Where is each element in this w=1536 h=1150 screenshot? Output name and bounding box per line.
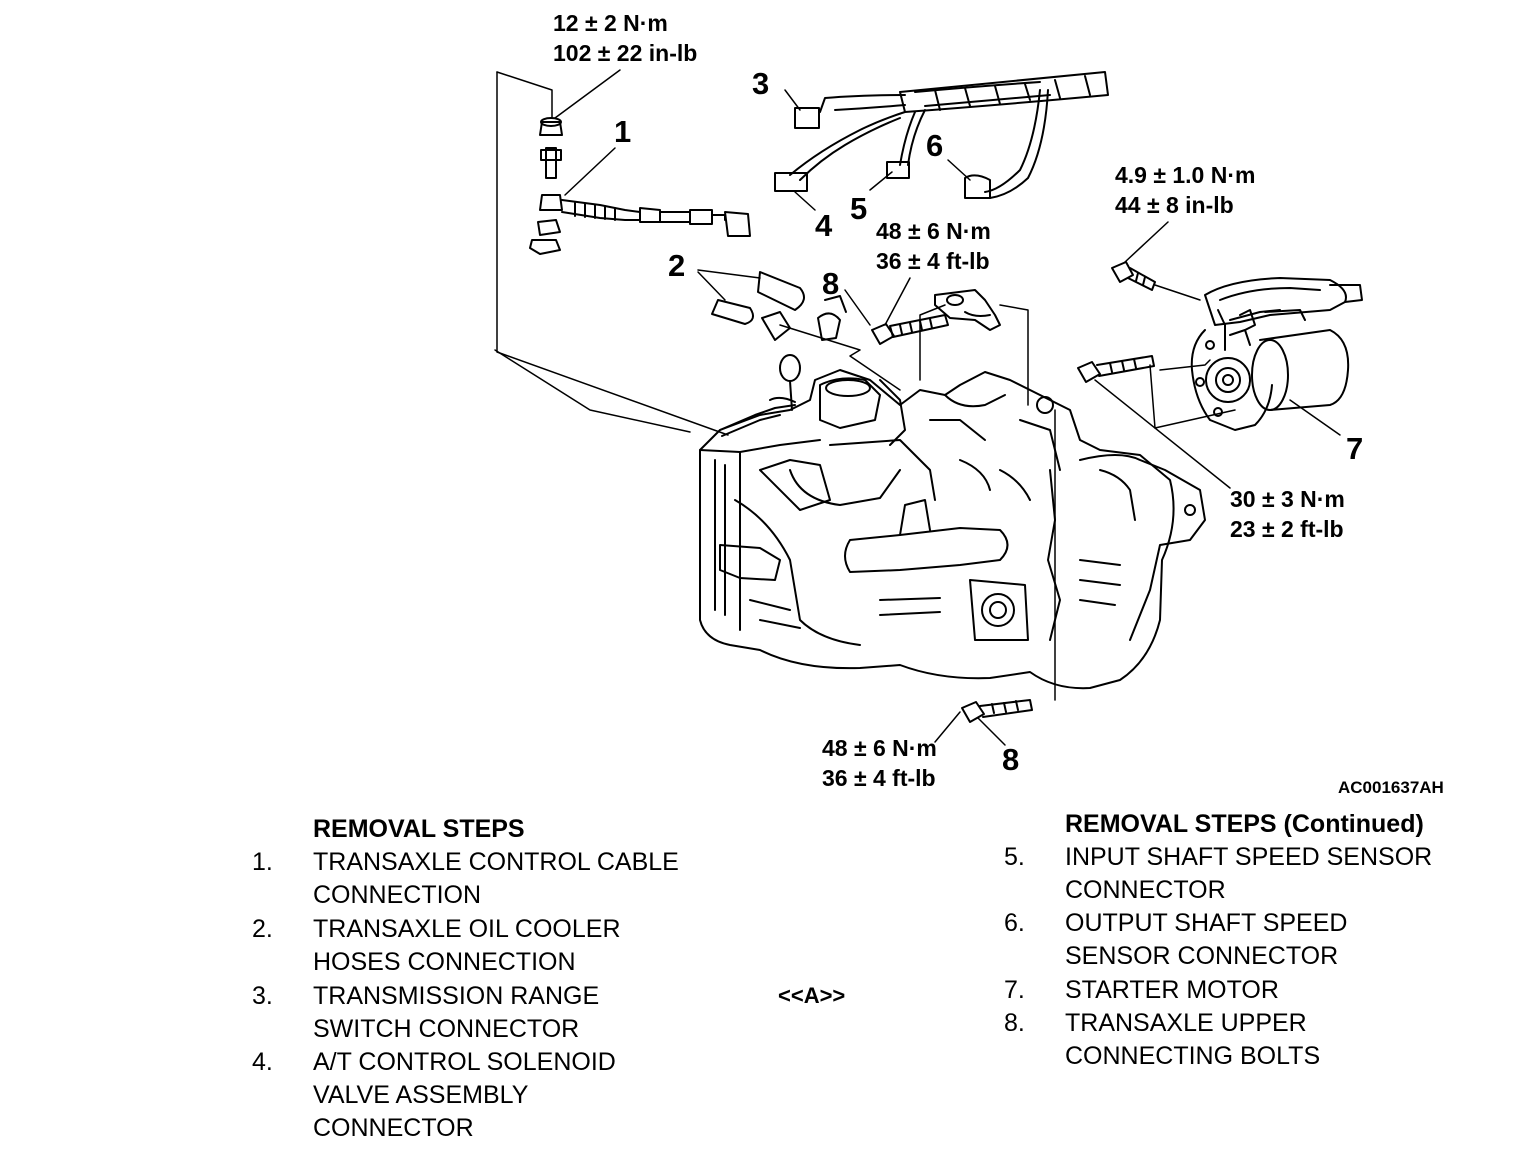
- torque-value-imperial: 44 ± 8 in-lb: [1115, 192, 1234, 218]
- steps-title: REMOVAL STEPS: [313, 815, 525, 843]
- step-text: HOSES CONNECTION: [313, 948, 576, 976]
- torque-value-imperial: 23 ± 2 ft-lb: [1230, 516, 1344, 542]
- step-text: OUTPUT SHAFT SPEED: [1065, 909, 1348, 937]
- starter-motor: [1192, 278, 1362, 430]
- torque-label-upper-bolt: 48 ± 6 N·m 36 ± 4 ft-lb: [876, 216, 991, 276]
- step-text: CONNECTION: [313, 881, 482, 909]
- torque-value-metric: 12 ± 2 N·m: [553, 10, 668, 36]
- step-text: VALVE ASSEMBLY: [313, 1081, 529, 1109]
- callout-8-lower: 8: [1002, 742, 1020, 777]
- step-number: 7.: [1004, 976, 1025, 1004]
- torque-label-lower-bolt: 48 ± 6 N·m 36 ± 4 ft-lb: [822, 733, 937, 793]
- torque-value-metric: 4.9 ± 1.0 N·m: [1115, 162, 1256, 188]
- step-text: TRANSAXLE UPPER: [1065, 1009, 1307, 1037]
- step-number: 5.: [1004, 843, 1025, 871]
- step-text: TRANSAXLE CONTROL CABLE: [313, 848, 679, 876]
- step-text: CONNECTOR: [1065, 876, 1226, 904]
- torque-label-starter-bolt: 30 ± 3 N·m 23 ± 2 ft-lb: [1230, 484, 1345, 544]
- torque-label-starter-small-bolt: 4.9 ± 1.0 N·m 44 ± 8 in-lb: [1115, 160, 1255, 220]
- figure-id: AC001637AH: [1338, 778, 1444, 797]
- step-text: SWITCH CONNECTOR: [313, 1015, 580, 1043]
- assembly-lines: [495, 72, 1235, 700]
- step-number: 6.: [1004, 909, 1025, 937]
- transaxle-body: [700, 355, 1205, 688]
- step-text: TRANSAXLE OIL COOLER: [313, 915, 621, 943]
- steps-title-continued: REMOVAL STEPS (Continued): [1065, 810, 1424, 838]
- step-number: 2.: [252, 915, 273, 943]
- callout-4: 4: [815, 208, 833, 243]
- lower-bolt: [962, 700, 1032, 722]
- step-text: TRANSMISSION RANGE: [313, 982, 600, 1010]
- control-cable-assembly: [530, 118, 750, 254]
- callout-2: 2: [668, 248, 686, 283]
- torque-label-sensor-nut: 12 ± 2 N·m 102 ± 22 in-lb: [553, 8, 697, 68]
- step-text: CONNECTING BOLTS: [1065, 1042, 1321, 1070]
- step-number: 8.: [1004, 1009, 1025, 1037]
- torque-value-imperial: 36 ± 4 ft-lb: [876, 248, 990, 274]
- torque-value-metric: 48 ± 6 N·m: [876, 218, 991, 244]
- step-text: STARTER MOTOR: [1065, 976, 1279, 1004]
- wiring-harness: [775, 72, 1108, 198]
- oil-cooler-hoses: [712, 272, 846, 340]
- service-point-marker: <<A>>: [778, 983, 846, 1008]
- torque-value-imperial: 102 ± 22 in-lb: [553, 40, 698, 66]
- step-text: SENSOR CONNECTOR: [1065, 942, 1339, 970]
- torque-value-metric: 30 ± 3 N·m: [1230, 486, 1345, 512]
- starter-bolts: [1078, 262, 1155, 382]
- leader-lines: [555, 70, 1340, 745]
- torque-value-metric: 48 ± 6 N·m: [822, 735, 937, 761]
- step-text: INPUT SHAFT SPEED SENSOR: [1065, 843, 1433, 871]
- step-text: CONNECTOR: [313, 1114, 474, 1142]
- step-number: 1.: [252, 848, 273, 876]
- step-text: A/T CONTROL SOLENOID: [313, 1048, 616, 1076]
- step-number: 3.: [252, 982, 273, 1010]
- callout-6: 6: [926, 128, 944, 163]
- callout-1: 1: [614, 114, 632, 149]
- callout-8-upper: 8: [822, 266, 840, 301]
- callout-5: 5: [850, 191, 868, 226]
- callout-3: 3: [752, 66, 770, 101]
- step-number: 4.: [252, 1048, 273, 1076]
- transaxle-exploded-diagram: [0, 0, 1536, 800]
- callout-7: 7: [1346, 431, 1364, 466]
- torque-value-imperial: 36 ± 4 ft-lb: [822, 765, 936, 791]
- upper-bolt-and-bracket: [872, 290, 1000, 344]
